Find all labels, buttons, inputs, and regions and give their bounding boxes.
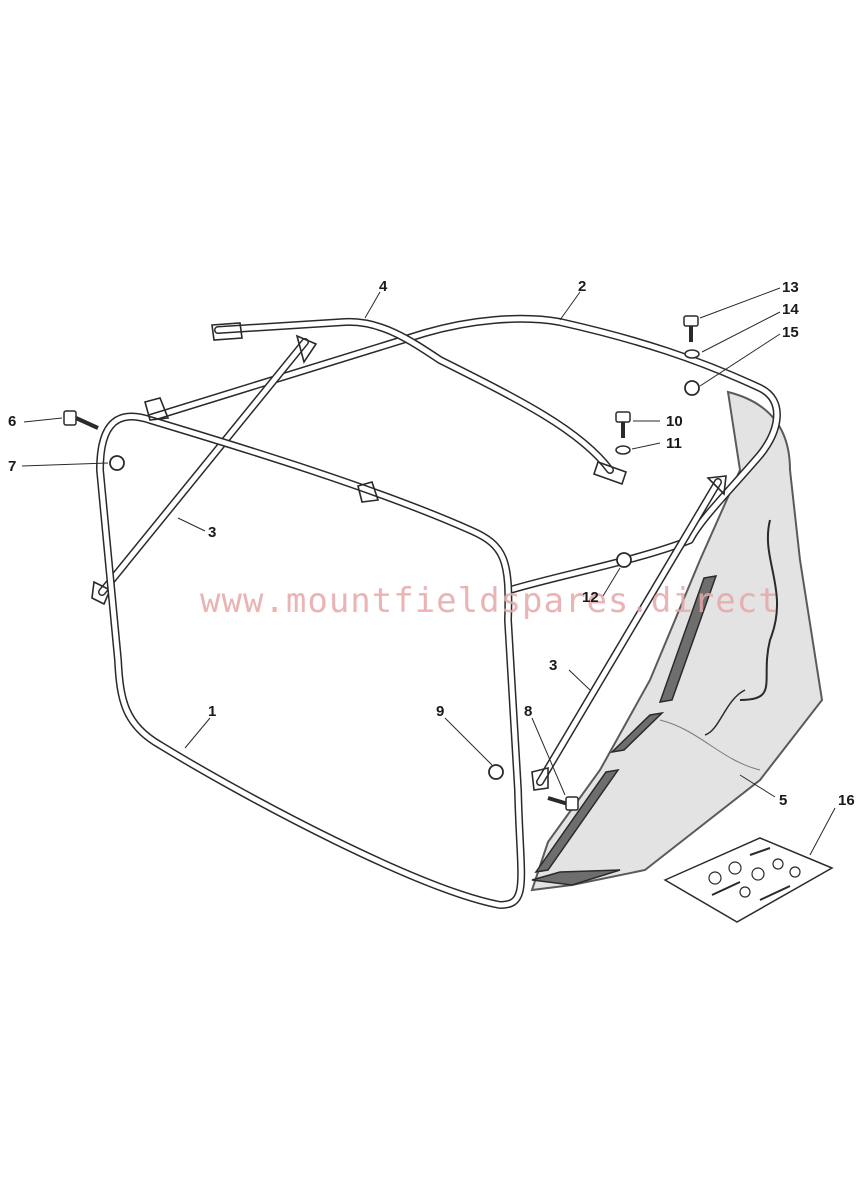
callout-16: 16	[838, 792, 855, 809]
nut-7	[109, 455, 125, 471]
nut-9	[488, 764, 504, 780]
watermark-text: www.mountfieldspares.direct	[200, 581, 780, 621]
hardware-kit	[663, 837, 834, 923]
callout-10: 10	[666, 413, 683, 430]
strut-left	[91, 334, 318, 606]
callout-14: 14	[782, 301, 799, 318]
washer-11	[615, 445, 631, 455]
leader-lines	[21, 287, 836, 856]
washer-14	[684, 349, 700, 359]
callout-11: 11	[666, 435, 682, 452]
strut-right	[531, 475, 727, 791]
callout-8: 8	[524, 703, 532, 720]
bolt-10	[615, 411, 631, 438]
callout-9: 9	[436, 703, 444, 720]
grass-bag	[530, 390, 824, 892]
front-frame	[96, 397, 526, 909]
bolt-13	[683, 315, 699, 342]
callout-7: 7	[8, 458, 16, 475]
callout-12: 12	[582, 589, 599, 606]
bolt-8	[547, 796, 579, 811]
callout-13: 13	[782, 279, 799, 296]
callout-5: 5	[779, 792, 787, 809]
callout-15: 15	[782, 324, 799, 341]
bolt-6	[63, 410, 99, 430]
callout-2: 2	[578, 278, 586, 295]
callout-3b: 3	[549, 657, 557, 674]
nut-12	[616, 552, 632, 568]
callout-6: 6	[8, 413, 16, 430]
handle-bar	[211, 317, 628, 486]
upper-frame	[146, 314, 781, 594]
callout-1: 1	[208, 703, 216, 720]
callout-3a: 3	[208, 524, 216, 541]
callout-4: 4	[379, 278, 388, 295]
nut-15	[684, 380, 700, 396]
